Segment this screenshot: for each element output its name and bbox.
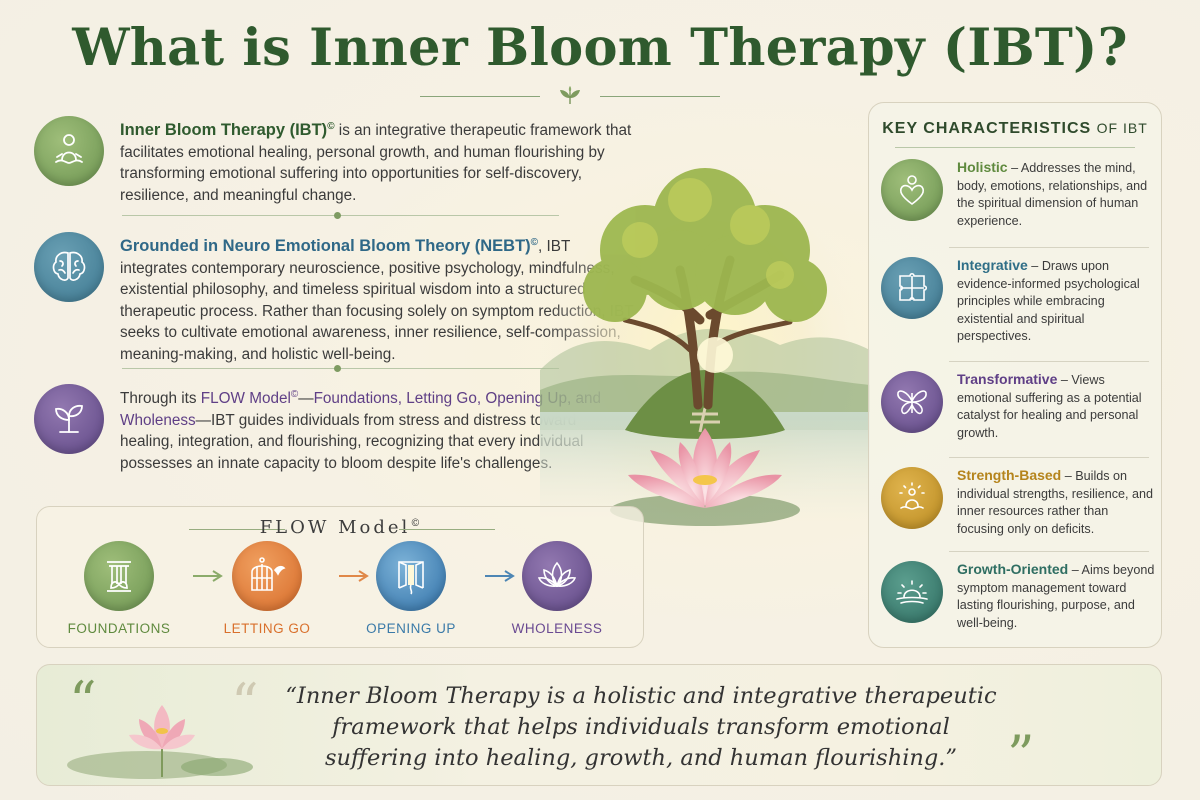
flow-step-opening-up: OPENING UP bbox=[351, 541, 471, 636]
flow-step-label: OPENING UP bbox=[366, 621, 456, 636]
key-item-transformative: Transformative – Views emotional sufferi… bbox=[881, 371, 1157, 442]
brain-icon bbox=[34, 232, 104, 302]
section-divider bbox=[122, 365, 559, 372]
key-item-text: Growth-Oriented – Aims beyond symptom ma… bbox=[957, 561, 1155, 630]
section-divider bbox=[122, 212, 559, 219]
key-item-text: Integrative – Draws upon evidence-inform… bbox=[957, 257, 1140, 343]
key-characteristics-title: KEY CHARACTERISTICS OF IBT bbox=[882, 120, 1148, 137]
intro-paragraph-3: Through its FLOW Model©—Foundations, Let… bbox=[120, 389, 601, 472]
flow-step-wholeness: WHOLENESS bbox=[497, 541, 617, 636]
meditation-icon bbox=[34, 116, 104, 186]
lotus-illustration bbox=[67, 705, 253, 779]
heart-person-icon bbox=[881, 159, 943, 221]
key-item-strength-based: Strength-Based – Builds on individual st… bbox=[881, 467, 1157, 538]
quote-panel: “ “ “Inner Bloom Therapy is a holistic a… bbox=[36, 664, 1162, 786]
open-quote-icon: “ bbox=[69, 670, 97, 733]
flow-model-title: FLOW Model© bbox=[259, 517, 421, 538]
key-item-growth-oriented: Growth-Oriented – Aims beyond symptom ma… bbox=[881, 561, 1157, 632]
puzzle-icon bbox=[881, 257, 943, 319]
intro-section-3: Through its FLOW Model©—Foundations, Let… bbox=[34, 384, 634, 474]
page-title: What is Inner Bloom Therapy (IBT)? bbox=[72, 18, 1128, 78]
intro-section-2: Grounded in Neuro Emotional Bloom Theory… bbox=[34, 232, 634, 365]
arrow-right-icon bbox=[193, 570, 223, 582]
key-item-text: Strength-Based – Builds on individual st… bbox=[957, 467, 1154, 536]
flow-step-label: FOUNDATIONS bbox=[67, 621, 171, 636]
intro-paragraph-1: Inner Bloom Therapy (IBT)© is an integra… bbox=[120, 121, 632, 204]
close-quote-icon: ” bbox=[1007, 724, 1035, 787]
key-characteristics-panel: KEY CHARACTERISTICS OF IBT Holistic – Ad… bbox=[868, 102, 1162, 648]
birdcage-icon bbox=[232, 541, 302, 611]
flow-step-foundations: FOUNDATIONS bbox=[59, 541, 179, 636]
title-divider bbox=[420, 86, 720, 105]
meditation-sun-icon bbox=[881, 467, 943, 529]
pillar-icon bbox=[84, 541, 154, 611]
intro-paragraph-2: Grounded in Neuro Emotional Bloom Theory… bbox=[120, 237, 633, 363]
key-item-holistic: Holistic – Addresses the mind, body, emo… bbox=[881, 159, 1157, 230]
lotus-icon bbox=[522, 541, 592, 611]
arrow-right-icon bbox=[339, 570, 369, 582]
flow-step-label: LETTING GO bbox=[223, 621, 311, 636]
sprout-icon bbox=[34, 384, 104, 454]
tree-lotus-illustration bbox=[540, 150, 870, 540]
flow-model-panel: FLOW Model© FOUNDATIONS LETTING GO bbox=[36, 506, 644, 648]
intro-section-1: Inner Bloom Therapy (IBT)© is an integra… bbox=[34, 116, 634, 206]
arrow-right-icon bbox=[485, 570, 515, 582]
flow-step-letting-go: LETTING GO bbox=[207, 541, 327, 636]
flow-step-label: WHOLENESS bbox=[511, 621, 603, 636]
butterfly-icon bbox=[881, 371, 943, 433]
open-door-icon bbox=[376, 541, 446, 611]
key-item-integrative: Integrative – Draws upon evidence-inform… bbox=[881, 257, 1157, 346]
key-item-text: Transformative – Views emotional sufferi… bbox=[957, 371, 1142, 440]
key-item-text: Holistic – Addresses the mind, body, emo… bbox=[957, 159, 1148, 228]
leaf-icon bbox=[560, 86, 580, 105]
sunrise-icon bbox=[881, 561, 943, 623]
quote-text: “Inner Bloom Therapy is a holistic and i… bbox=[285, 683, 997, 771]
open-quote-icon: “ bbox=[231, 672, 259, 735]
